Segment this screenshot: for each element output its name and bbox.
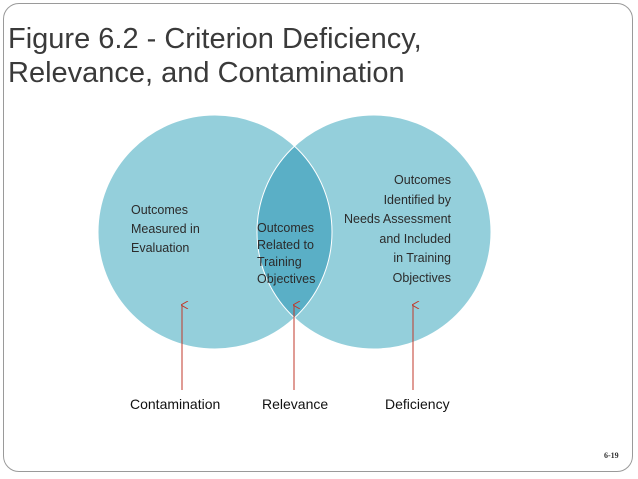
- left-circle-label: Outcomes Measured in Evaluation: [131, 201, 200, 258]
- right-circle-outline: [256, 114, 492, 350]
- left-circle-outline: [97, 114, 333, 350]
- slide-title: Figure 6.2 - Criterion Deficiency, Relev…: [8, 22, 422, 90]
- right-label-line: in Training: [393, 251, 451, 265]
- left-label-line: Evaluation: [131, 241, 190, 255]
- right-label-line: and Included: [379, 231, 451, 246]
- overlap-label: Outcomes Related to Training Objectives: [257, 220, 315, 288]
- overlap-label-line: Related to: [257, 238, 314, 252]
- deficiency-label: Deficiency: [385, 396, 450, 412]
- overlap-label-line: Training: [257, 255, 302, 269]
- right-label-line: Objectives: [392, 270, 451, 285]
- contamination-label: Contamination: [130, 396, 221, 412]
- title-line-1: Figure 6.2 - Criterion Deficiency,: [8, 23, 422, 55]
- overlap-label-line: Objectives: [257, 272, 316, 286]
- page-number: 6-19: [604, 451, 619, 460]
- title-line-2: Relevance, and Contamination: [8, 57, 405, 89]
- right-label-line: Needs Assessment: [344, 212, 451, 226]
- relevance-label: Relevance: [262, 396, 329, 412]
- right-label-line: Identified by: [383, 192, 451, 207]
- left-label-line: Measured in: [131, 222, 200, 236]
- overlap-region: [257, 115, 332, 349]
- overlap-label-line: Outcomes: [257, 221, 314, 235]
- left-label-line: Outcomes: [131, 203, 188, 217]
- right-label-line: Outcomes: [394, 173, 451, 187]
- right-circle-label: Outcomes Identified by Needs Assessment …: [320, 171, 451, 288]
